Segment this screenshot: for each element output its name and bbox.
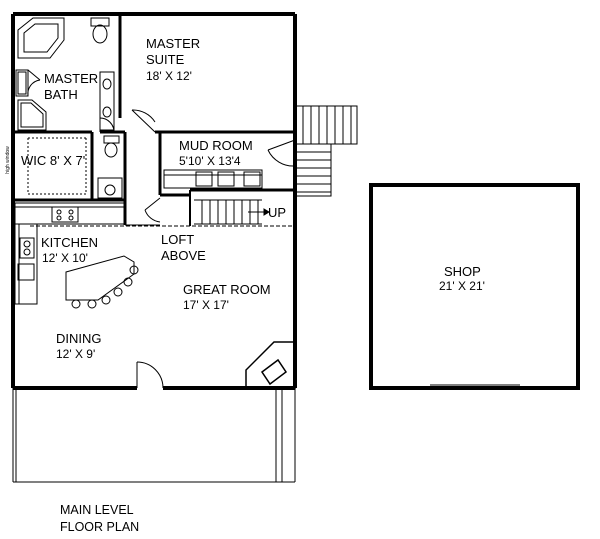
deck	[12, 388, 296, 483]
loft-label-1: LOFT	[161, 232, 194, 247]
powder-toilet-icon	[103, 135, 120, 158]
shop-dims: 21' X 21'	[439, 279, 485, 293]
great-room-title: GREAT ROOM	[183, 282, 271, 297]
hall-door-icon	[144, 197, 161, 223]
great-room-dims: 17' X 17'	[183, 298, 229, 312]
wic-shelving	[27, 137, 87, 195]
exterior-stairs	[294, 105, 358, 197]
up-arrow-icon	[248, 208, 270, 216]
stair-up-label: UP	[268, 205, 286, 220]
powder-sink-icon	[97, 177, 123, 199]
fireplace-icon	[245, 341, 296, 389]
kitchen-dims: 12' X 10'	[42, 251, 88, 265]
dining-dims: 12' X 9'	[56, 347, 95, 361]
wic-label: WIC 8' X 7'	[21, 153, 85, 168]
master-bath-title-2: BATH	[44, 87, 78, 102]
stairs	[194, 199, 262, 225]
loft-label-2: ABOVE	[161, 248, 206, 263]
bath-vanity	[99, 71, 115, 131]
shower-icon	[17, 99, 47, 131]
bath-door-icon	[27, 69, 41, 97]
high-window-note: high window	[5, 146, 11, 174]
master-suite-title-1: MASTER	[146, 36, 200, 51]
corner-tub-icon	[17, 17, 65, 59]
kitchen-title: KITCHEN	[41, 235, 98, 250]
mud-room-title: MUD ROOM	[179, 138, 253, 153]
master-bath-title-1: MASTER	[44, 71, 98, 86]
master-suite-title-2: SUITE	[146, 52, 185, 67]
mud-room-dims: 5'10' X 13'4	[179, 154, 241, 168]
mud-room-door-icon	[267, 139, 296, 167]
toilet-icon	[90, 17, 110, 44]
mud-room-counter	[163, 169, 263, 189]
plan-caption-line-2: FLOOR PLAN	[60, 520, 139, 534]
shop-walls	[369, 183, 580, 390]
powder-door-icon	[99, 117, 115, 133]
house-exterior-walls	[11, 12, 297, 390]
kitchen-counter-top	[14, 202, 126, 225]
interior-walls	[13, 14, 295, 226]
plan-caption-line-1: MAIN LEVEL	[60, 503, 134, 517]
shop-title: SHOP	[444, 264, 481, 279]
bath-closet	[15, 69, 29, 97]
suite-door-icon	[131, 109, 156, 133]
kitchen-counter-left	[14, 223, 38, 305]
dining-title: DINING	[56, 331, 102, 346]
entry-door-icon	[136, 361, 164, 389]
master-suite-dims: 18' X 12'	[146, 69, 192, 83]
kitchen-island	[65, 255, 139, 309]
